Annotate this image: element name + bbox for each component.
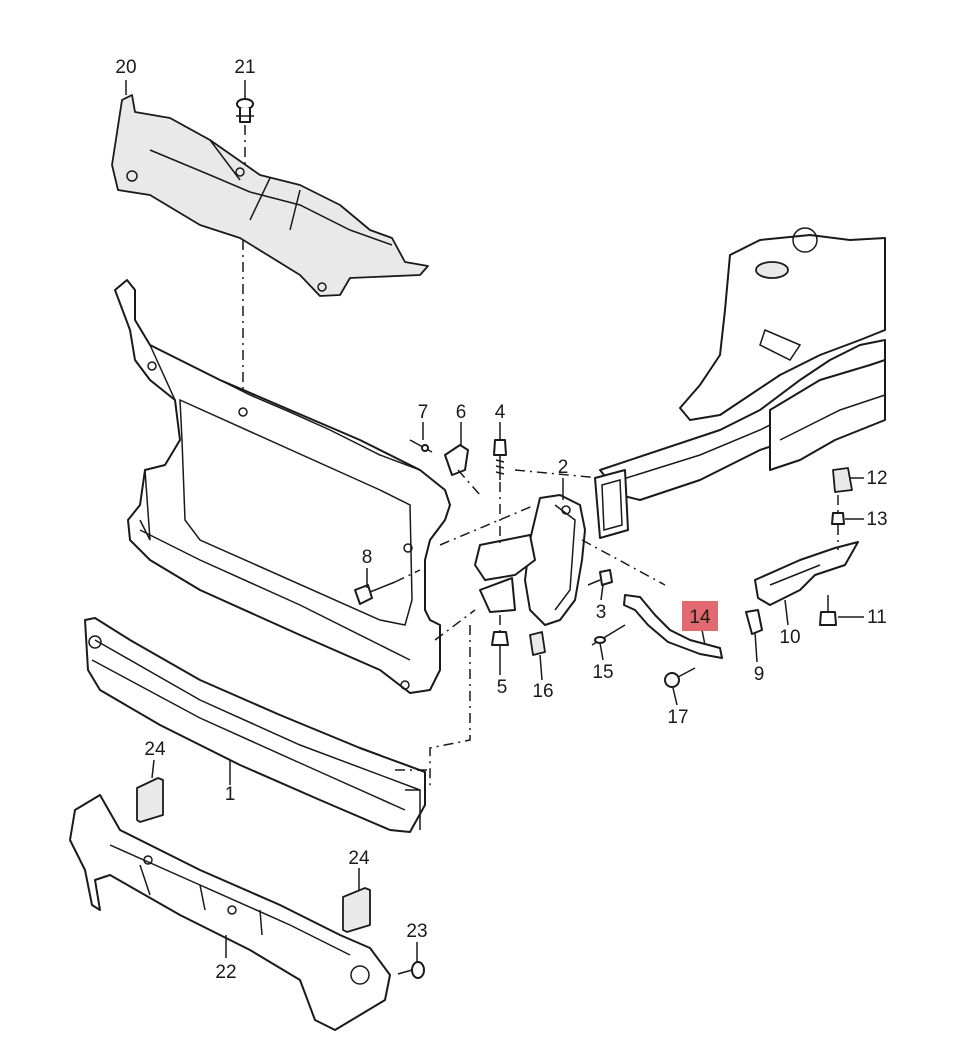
part-8-screw[interactable] xyxy=(354,581,396,605)
part-24-pad-lower[interactable] xyxy=(342,887,371,933)
dash-6 xyxy=(457,469,481,496)
part-6-small-bracket[interactable] xyxy=(444,444,469,476)
callout-16: 16 xyxy=(532,681,553,702)
part-9-clip[interactable] xyxy=(745,609,763,635)
dash-2-longitudinal xyxy=(581,539,666,586)
callout-14: 14 xyxy=(689,607,711,628)
dash-bumper xyxy=(429,625,471,790)
part-12-nut[interactable] xyxy=(832,467,853,493)
callout-1: 1 xyxy=(225,784,236,805)
callout-12: 12 xyxy=(866,468,887,489)
callout-2: 2 xyxy=(558,457,569,478)
callout-labels: 20 21 7 6 4 2 8 3 14 5 16 15 17 9 10 11 … xyxy=(115,57,887,983)
part-24-pad-upper[interactable] xyxy=(136,777,164,823)
part-5-nut[interactable] xyxy=(491,631,509,646)
dash-frame-2 xyxy=(439,504,536,546)
callout-4: 4 xyxy=(495,402,506,423)
part-21-clip[interactable] xyxy=(236,98,254,123)
callout-10: 10 xyxy=(779,627,800,648)
part-23-screw[interactable] xyxy=(397,961,425,979)
callout-13: 13 xyxy=(866,509,887,530)
callout-20: 20 xyxy=(115,57,136,78)
callout-8: 8 xyxy=(362,547,373,568)
part-20-top-cover[interactable] xyxy=(111,94,429,297)
callout-3: 3 xyxy=(596,602,607,623)
part-7-pin[interactable] xyxy=(409,439,433,453)
part-22-lower-crossmember[interactable] xyxy=(69,794,391,1031)
dash-2-top xyxy=(514,469,601,479)
callout-22: 22 xyxy=(215,962,236,983)
part-15-pin[interactable] xyxy=(591,624,626,646)
part-3-screw[interactable] xyxy=(587,569,613,586)
callout-9: 9 xyxy=(754,664,765,685)
callout-7: 7 xyxy=(418,402,429,423)
callout-23: 23 xyxy=(406,921,427,942)
part-2-bracket[interactable] xyxy=(474,494,586,626)
callout-6: 6 xyxy=(456,402,467,423)
part-1-bumper-beam[interactable] xyxy=(84,617,426,833)
callout-24-lower: 24 xyxy=(348,848,370,869)
part-14-bracket-strip[interactable] xyxy=(623,594,723,659)
part-4-bolt[interactable] xyxy=(493,439,507,480)
callout-11: 11 xyxy=(867,607,887,628)
radiator-support-frame[interactable] xyxy=(114,279,451,694)
part-17-screw[interactable] xyxy=(664,667,696,688)
callout-5: 5 xyxy=(497,677,508,698)
part-11-bolt[interactable] xyxy=(819,595,837,626)
part-16-clip[interactable] xyxy=(529,631,546,656)
dash-8 xyxy=(394,569,421,583)
callout-24-upper: 24 xyxy=(144,739,166,760)
callout-17: 17 xyxy=(667,707,688,728)
leader-lines xyxy=(125,80,864,962)
part-13-bolt[interactable] xyxy=(831,512,845,525)
highlight-box-14 xyxy=(682,601,718,631)
dash-frame-bracket xyxy=(434,609,476,641)
callout-15: 15 xyxy=(592,662,613,683)
longitudinal-member[interactable] xyxy=(594,227,886,539)
callout-21: 21 xyxy=(234,57,255,78)
part-10-bracket[interactable] xyxy=(754,541,859,606)
